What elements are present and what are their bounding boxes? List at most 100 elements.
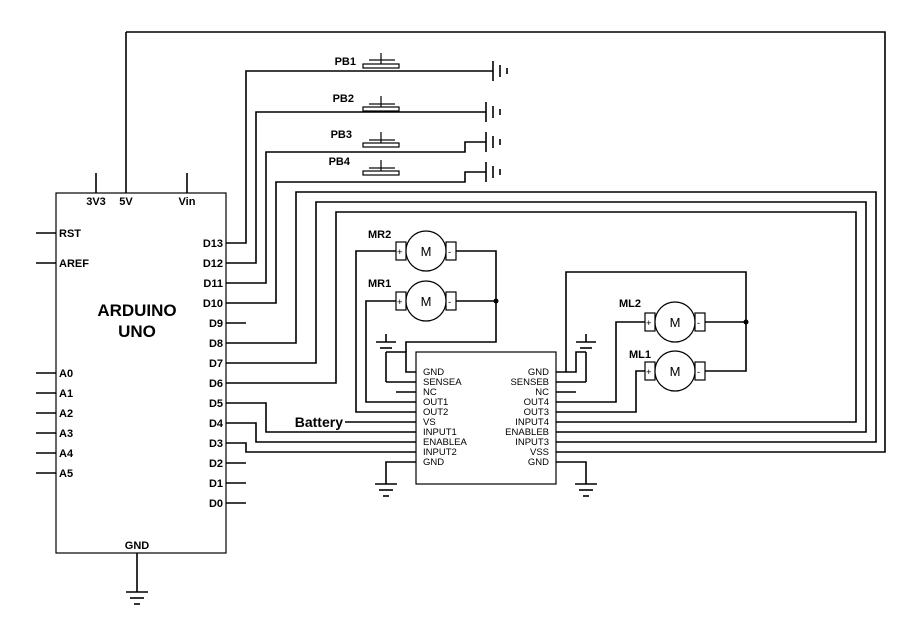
pin-vin: Vin (179, 196, 196, 208)
ground-symbol-pb2 (485, 102, 501, 122)
ground-symbol-pb1 (492, 61, 508, 81)
driver-pin-gnd-right-1: GND (528, 367, 549, 378)
wire-d12-pb2 (226, 111, 359, 264)
wire-ml-common (565, 271, 747, 372)
wire-d11-pb3 (226, 151, 359, 284)
driver-pin-out2: OUT2 (423, 407, 448, 418)
pin-d10: D10 (203, 298, 223, 310)
driver-pin-out1: OUT1 (423, 397, 448, 408)
ground-symbol-driver-top-right (576, 334, 596, 349)
pushbutton-pb2: PB2 (333, 93, 404, 113)
wire-d4-enablea (226, 422, 416, 443)
svg-text:-: - (448, 247, 451, 258)
ground-symbol-pb4 (485, 162, 501, 182)
pin-d2: D2 (209, 458, 223, 470)
driver-pin-input3: INPUT3 (515, 437, 549, 448)
svg-text:M: M (670, 315, 681, 330)
wire-ml1-out3 (556, 370, 645, 413)
driver-pin-out3: OUT3 (524, 407, 549, 418)
pin-aref: AREF (59, 258, 89, 270)
ground-symbol-driver-bottom-right (575, 483, 597, 497)
driver-pin-input2: INPUT2 (423, 447, 457, 458)
svg-text:+: + (397, 247, 403, 258)
svg-text:PB3: PB3 (331, 129, 352, 141)
wire-mr1-out1 (365, 300, 416, 403)
driver-pin-nc-left: NC (423, 387, 437, 398)
svg-text:M: M (670, 364, 681, 379)
pin-gnd: GND (125, 540, 150, 552)
driver-pin-out4: OUT4 (524, 397, 549, 408)
svg-text:-: - (697, 318, 700, 329)
pin-a3: A3 (59, 428, 73, 440)
motor-mr2: MR2 + - M (368, 229, 457, 272)
driver-body (415, 351, 557, 485)
driver-pin-gnd-left-2: GND (423, 457, 444, 468)
svg-text:ML2: ML2 (619, 298, 641, 310)
pin-d13: D13 (203, 238, 223, 250)
battery-label: Battery (295, 414, 343, 430)
wire-ml2-out4 (556, 321, 645, 403)
pushbutton-pb1: PB1 (335, 53, 404, 72)
motor-ml1: ML1 + - M (629, 349, 706, 392)
driver-pin-input1: INPUT1 (423, 427, 457, 438)
pin-d8: D8 (209, 338, 223, 350)
wire-d3-input2 (226, 442, 416, 453)
svg-text:MR1: MR1 (368, 278, 391, 290)
pin-3v3: 3V3 (86, 196, 106, 208)
ground-symbol-arduino (126, 591, 148, 605)
arduino-title-line1: ARDUINO (97, 301, 176, 320)
driver-pin-vss: VSS (530, 447, 549, 458)
ground-symbol-driver-bottom-left (375, 483, 397, 497)
pin-a1: A1 (59, 388, 73, 400)
svg-text:+: + (397, 297, 403, 308)
driver-pin-vs: VS (423, 417, 436, 428)
wire-d6-input4 (226, 211, 857, 423)
driver-pin-gnd-right-2: GND (528, 457, 549, 468)
pin-d5: D5 (209, 398, 223, 410)
pin-a5: A5 (59, 468, 73, 480)
svg-text:M: M (421, 294, 432, 309)
pin-rst: RST (59, 228, 81, 240)
pin-d12: D12 (203, 258, 223, 270)
pushbutton-pb4: PB4 (329, 156, 404, 183)
pin-a4: A4 (59, 448, 74, 460)
svg-text:PB2: PB2 (333, 93, 354, 105)
svg-text:ML1: ML1 (629, 349, 651, 361)
wire-mr-common (405, 250, 497, 352)
pin-d11: D11 (203, 278, 223, 290)
svg-text:M: M (421, 244, 432, 259)
pushbutton-pb3: PB3 (331, 129, 404, 153)
svg-text:+: + (646, 367, 652, 378)
wire-d13-pb1 (226, 70, 359, 244)
svg-text:PB4: PB4 (329, 156, 351, 168)
svg-text:MR2: MR2 (368, 229, 391, 241)
pin-d0: D0 (209, 498, 223, 510)
pin-a2: A2 (59, 408, 73, 420)
driver-pin-sensea: SENSEA (423, 377, 462, 388)
pin-d1: D1 (209, 478, 223, 490)
pin-d6: D6 (209, 378, 223, 390)
wire-mr2-out2 (355, 250, 416, 413)
pin-d3: D3 (209, 438, 223, 450)
pin-d9: D9 (209, 318, 223, 330)
driver-pin-senseb: SENSEB (510, 377, 549, 388)
pin-5v: 5V (119, 196, 133, 208)
driver-pin-input4: INPUT4 (515, 417, 549, 428)
ground-symbol-driver-top-left (376, 334, 396, 349)
pin-d7: D7 (209, 358, 223, 370)
motor-driver-ic: GND SENSEA NC OUT1 OUT2 VS INPUT1 ENABLE… (415, 351, 557, 485)
svg-text:-: - (697, 367, 700, 378)
driver-pin-enableb: ENABLEB (505, 427, 549, 438)
svg-text:-: - (448, 297, 451, 308)
wire-d5-input1 (226, 402, 416, 433)
driver-pin-nc-right: NC (535, 387, 549, 398)
pin-d4: D4 (209, 418, 224, 430)
svg-text:PB1: PB1 (335, 56, 356, 68)
wire-5v-vss (126, 31, 886, 453)
motor-ml2: ML2 + - M (619, 298, 706, 343)
driver-pin-gnd-left-1: GND (423, 367, 444, 378)
wire-d10-pb4 (226, 181, 359, 304)
pin-a0: A0 (59, 368, 73, 380)
wire-d8-input3 (226, 191, 877, 443)
